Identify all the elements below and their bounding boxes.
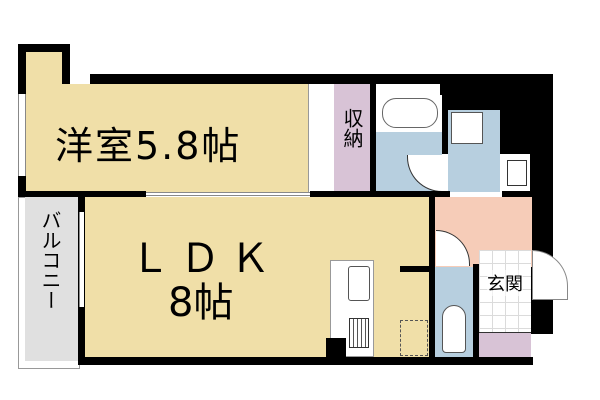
wall-bottom — [80, 357, 533, 365]
sliding-door — [146, 192, 310, 196]
wall-ldk-hall — [429, 197, 435, 361]
wall-storage-bath — [370, 84, 376, 192]
wall-left-lower — [18, 175, 26, 197]
entrance-label: 玄関 — [487, 270, 523, 296]
balcony-floor — [25, 197, 78, 361]
wall-middle — [26, 191, 146, 197]
western-room-label: 洋室5.8帖 — [55, 124, 242, 168]
sink-icon — [507, 160, 527, 186]
fridge-space — [400, 320, 428, 356]
wall-left-top-notch — [18, 44, 70, 52]
ldk-label-line2: 8帖 — [168, 280, 234, 326]
window-balcony — [79, 212, 84, 307]
closet-door — [308, 84, 332, 192]
bathtub-icon — [382, 98, 438, 128]
wall-ldk-toilet-stub — [400, 266, 436, 272]
wall-top — [90, 74, 553, 84]
room-storage — [332, 84, 370, 192]
shoe-box — [479, 332, 531, 360]
sink-kitchen-icon — [348, 266, 370, 301]
wall-notch-v — [62, 44, 70, 94]
wall-middle-3 — [502, 191, 532, 197]
entrance-door — [532, 250, 568, 300]
storage-label: 収納 — [340, 108, 364, 148]
ldk-label-line1: ＬＤＫ — [130, 236, 280, 282]
window-left — [18, 94, 26, 176]
wall-left — [18, 44, 26, 94]
washer-icon — [451, 112, 483, 144]
wall-middle-2 — [310, 191, 450, 197]
kitchen-wall-block — [326, 338, 346, 358]
balcony-label: バルコニー — [38, 210, 62, 310]
stove-icon — [349, 318, 369, 348]
toilet-icon — [442, 305, 466, 353]
wall-toilet-entrance — [473, 264, 479, 361]
room-western-main — [26, 84, 332, 192]
